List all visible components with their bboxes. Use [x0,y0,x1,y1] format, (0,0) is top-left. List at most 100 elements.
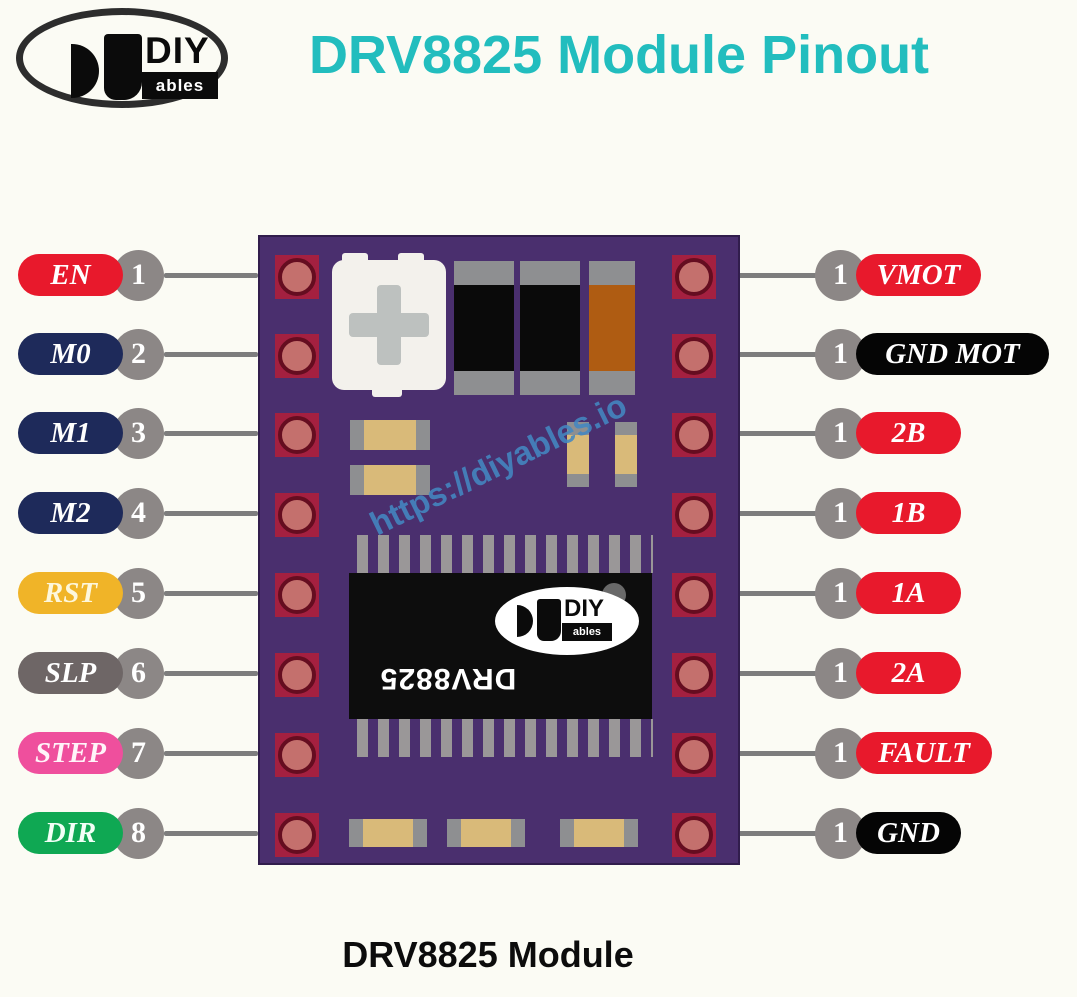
pin-row-m0: M0 2 [18,328,258,380]
pin-number-text: 1 [833,258,848,291]
cap-terminal [589,371,635,395]
pad-right-3 [672,413,716,457]
cap-terminal [520,261,580,285]
pin-label-2a: 2A [856,652,961,694]
pad-hole-icon [278,496,316,534]
connector-wire [738,590,818,596]
logo-block-icon [104,34,142,100]
cap-terminal [454,371,514,395]
pad-hole-icon [278,656,316,694]
pin-number-text: 1 [833,576,848,609]
res-terminal [624,819,638,847]
pin-label-text: RST [43,576,98,609]
pin-label-text: M1 [50,416,91,449]
capacitor-1 [454,261,514,395]
res-body [615,435,637,474]
pin-label-text: 1B [891,496,926,529]
pin-label-dir: DIR [18,812,123,854]
cap-body [589,285,635,371]
logo-block-icon [537,599,561,641]
pad-hole-icon [675,576,713,614]
pad-left-1 [275,255,319,299]
pin-label-text: GND [877,816,940,849]
pin-label-vmot: VMOT [856,254,981,296]
pin-number-badge: 2 [113,328,164,380]
diyables-logo: DIY ables [16,8,228,108]
chip-logo-bottom: ables [562,623,612,641]
pin-label-text: 2B [891,416,926,449]
pin-label-text: M0 [50,337,91,370]
pot-tab [398,253,424,263]
pad-left-5 [275,573,319,617]
connector-wire [164,830,258,836]
pin-label-text: GND MOT [885,337,1020,370]
pad-hole-icon [675,736,713,774]
pad-hole-icon [675,656,713,694]
pin-label-text: 1A [891,576,926,609]
pot-tab [342,253,368,263]
pot-tab [372,387,402,397]
res-terminal [511,819,525,847]
connector-wire [164,351,258,357]
pad-right-6 [672,653,716,697]
res-terminal [416,420,430,450]
pad-hole-icon [278,258,316,296]
pin-number-text: 1 [833,656,848,689]
chip-part-number: DRV8825 [379,662,517,695]
page-title: DRV8825 Module Pinout [308,25,930,85]
pad-left-6 [275,653,319,697]
connector-wire [738,351,818,357]
pin-row-slp: SLP 6 [18,647,258,699]
connector-wire [738,750,818,756]
connector-wire [738,510,818,516]
pin-number-text: 4 [131,496,146,529]
pin-number-text: 2 [131,337,146,370]
pin-number-text: 1 [833,816,848,849]
res-terminal [350,465,364,495]
pad-hole-icon [675,337,713,375]
resistor [349,819,427,847]
res-terminal [349,819,363,847]
pad-hole-icon [675,816,713,854]
chip-leads-top [357,535,653,573]
pin-row-rst: RST 5 [18,567,258,619]
res-terminal [567,474,589,487]
cap-body [454,285,514,371]
pin-label-text: SLP [44,656,97,689]
cap-body [520,285,580,371]
pin-label-gnd: GND [856,812,961,854]
cap-terminal [520,371,580,395]
pin-number-text: 3 [131,416,146,449]
capacitor-3 [589,261,635,395]
pin-row-dir: DIR 8 [18,807,258,859]
capacitor-2 [520,261,580,395]
pin-number-badge: 1 [815,328,866,380]
connector-wire [164,750,258,756]
pad-right-5 [672,573,716,617]
pin-label-m0: M0 [18,333,123,375]
res-terminal [567,422,589,435]
pin-row-m2: M2 4 [18,487,258,539]
connector-wire [164,670,258,676]
connector-wire [164,590,258,596]
pin-row-1b: 1 1B [738,487,961,539]
trim-potentiometer [332,253,446,397]
pin-row-gnd: 1 GND [738,807,961,859]
pin-label-step: STEP [18,732,123,774]
cap-terminal [589,261,635,285]
pin-number-text: 8 [131,816,146,849]
pin-number-text: 1 [131,258,146,291]
res-body [461,819,511,847]
res-terminal [615,474,637,487]
res-body [364,465,416,495]
pin-label-text: STEP [35,736,106,769]
res-terminal [416,465,430,495]
res-terminal [447,819,461,847]
pin-label-text: EN [50,258,91,291]
pin-number-text: 1 [833,337,848,370]
pin-number-badge: 1 [815,249,866,301]
pin-number-text: 6 [131,656,146,689]
resistor [615,422,637,487]
chip-leads-bottom [357,719,653,757]
